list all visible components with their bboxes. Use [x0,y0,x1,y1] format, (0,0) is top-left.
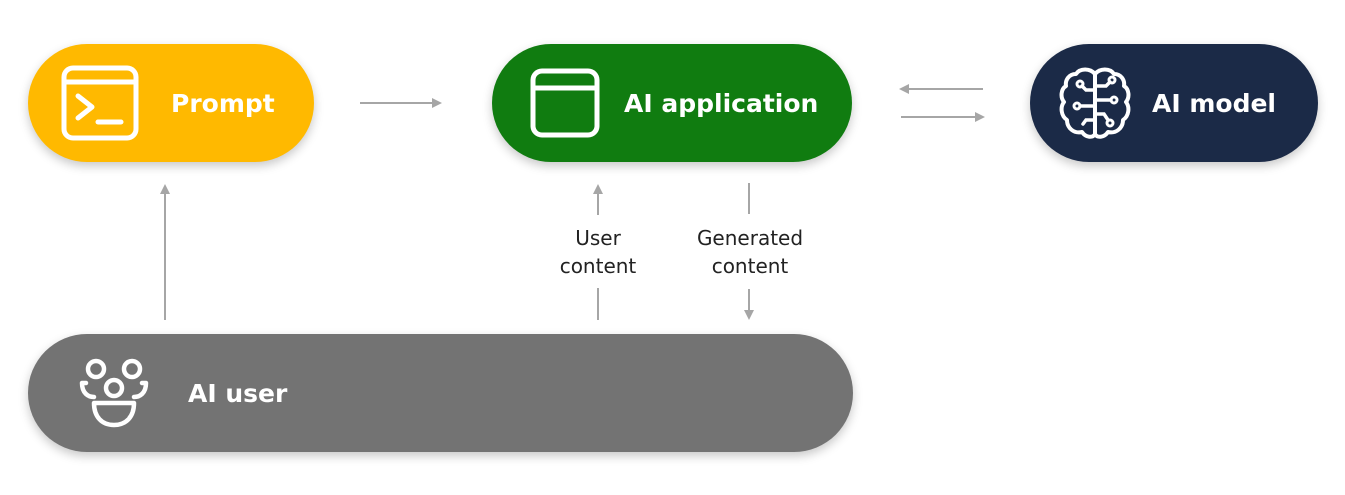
node-ai-model-label: AI model [1152,88,1276,118]
node-ai-application-label: AI application [624,88,819,118]
edge-label-generated-content-line2: content [711,254,789,278]
node-ai-user-label: AI user [188,378,288,408]
node-ai-application: AI application [492,44,852,162]
node-prompt-label: Prompt [171,88,275,118]
app-window-icon [530,68,600,138]
node-ai-model: AI model [1030,44,1318,162]
edge-label-user-content: User content [548,224,648,280]
brain-circuit-icon [1056,64,1134,142]
edge-label-user-content-line1: User [575,226,621,250]
edge-label-generated-content: Generated content [685,224,815,280]
people-group-icon [78,357,150,429]
terminal-window-icon [61,64,139,142]
node-ai-user: AI user [28,334,853,452]
edge-label-generated-content-line1: Generated [696,226,804,250]
node-prompt: Prompt [28,44,314,162]
edge-label-user-content-line2: content [559,254,637,278]
